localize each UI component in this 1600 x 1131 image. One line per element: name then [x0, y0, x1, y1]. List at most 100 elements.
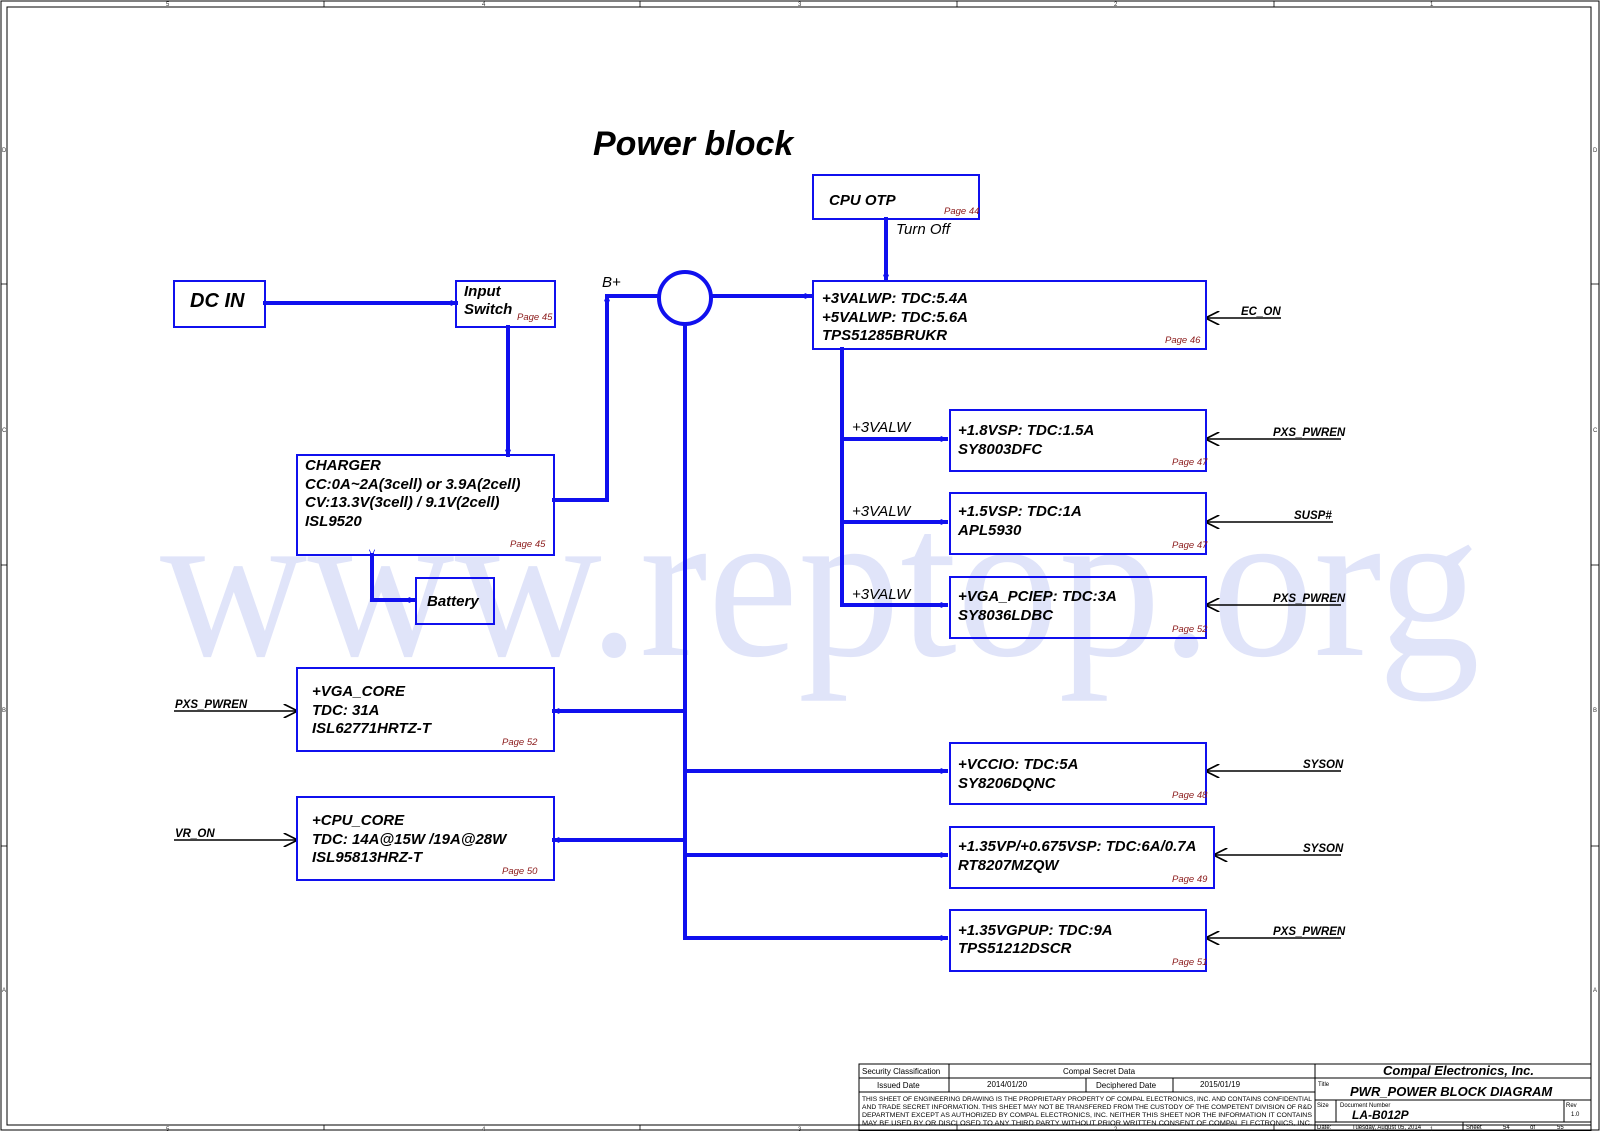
tb-rev-value: 1.0 [1571, 1112, 1580, 1118]
input-switch-line2: Switch [464, 301, 512, 318]
dc-in-label: DC IN [190, 290, 245, 312]
vga-core-line3: ISL62771HRTZ-T [312, 720, 433, 737]
zone-labels-top: 5 4 3 2 1 5 4 3 2 1 [166, 2, 1434, 1131]
rail-label-3valw-1: +3VALW [852, 419, 912, 436]
tb-deciphered-label: Deciphered Date [1096, 1081, 1157, 1090]
cpu-core-line3: ISL95813HRZ-T [312, 849, 424, 866]
zone-top-3: 3 [798, 2, 802, 8]
tb-size-label: Size [1317, 1103, 1329, 1109]
watermark: www.reptop.org [160, 463, 1480, 702]
block-charger: CHARGER CC:0A~2A(3cell) or 3.9A(2cell) C… [296, 454, 555, 556]
v135vgpup-page: Page 51 [1172, 957, 1207, 968]
input-switch-page: Page 45 [517, 312, 553, 323]
cpu-core-line1: +CPU_CORE [312, 812, 405, 829]
cpu-core-line2: TDC: 14A@15W /19A@28W [312, 831, 508, 848]
vga-pciep-line1: +VGA_PCIEP: TDC:3A [958, 588, 1117, 605]
valwp-page: Page 46 [1165, 335, 1201, 346]
zone-bottom-4: 4 [482, 1127, 486, 1131]
tb-notice-2: AND TRADE SECRET INFORMATION. THIS SHEET… [862, 1105, 1313, 1111]
vga-core-line1: +VGA_CORE [312, 683, 406, 700]
tb-issued-value: 2014/01/20 [987, 1080, 1028, 1089]
signal-ec-on: EC_ON [1241, 306, 1281, 318]
zone-labels-side: D C B A D C B A [2, 148, 1598, 994]
zone-left-d: D [2, 148, 7, 154]
zone-left-b: B [2, 708, 6, 714]
cpu-otp-label: CPU OTP [829, 192, 897, 209]
v135vp-line2: RT8207MZQW [958, 857, 1060, 874]
zone-top-5: 5 [166, 2, 170, 8]
block-vccio: +VCCIO: TDC:5A SY8206DQNC Page 48 [949, 742, 1208, 805]
vga-core-line2: TDC: 31A [312, 702, 380, 719]
vga-core-page: Page 52 [502, 737, 538, 748]
vsp15-line1: +1.5VSP: TDC:1A [958, 503, 1082, 520]
vga-pciep-line2: SY8036LDBC [958, 607, 1054, 624]
block-vga-pciep: +VGA_PCIEP: TDC:3A SY8036LDBC Page 52 [949, 576, 1208, 639]
page-title: Power block [593, 125, 795, 163]
tb-notice-4: MAY BE USED BY OR DISCLOSED TO ANY THIRD… [862, 1121, 1312, 1127]
charger-page: Page 45 [510, 539, 546, 550]
tb-notice-3: DEPARTMENT EXCEPT AS AUTHORIZED BY COMPA… [862, 1113, 1312, 1119]
vsp18-page: Page 47 [1172, 457, 1208, 468]
zone-right-a: A [1593, 988, 1597, 994]
charger-line3: CV:13.3V(3cell) / 9.1V(2cell) [305, 494, 500, 511]
tb-date-label: Date: [1317, 1125, 1332, 1131]
tb-docnum-value: LA-B012P [1352, 1108, 1410, 1122]
block-1-35vgpup: +1.35VGPUP: TDC:9A TPS51212DSCR Page 51 [949, 909, 1207, 972]
tb-title-value: PWR_POWER BLOCK DIAGRAM [1350, 1084, 1553, 1099]
signal-pxs-pwren-vga: PXS_PWREN [175, 699, 248, 711]
tb-deciphered-value: 2015/01/19 [1200, 1080, 1241, 1089]
vccio-line2: SY8206DQNC [958, 775, 1057, 792]
tb-security-value: Compal Secret Data [1063, 1067, 1136, 1076]
block-3valwp-5valwp: +3VALWP: TDC:5.4A +5VALWP: TDC:5.6A TPS5… [812, 280, 1207, 350]
tb-of-label: of [1530, 1125, 1535, 1131]
cpu-otp-page: Page 44 [944, 206, 979, 217]
power-wires [263, 217, 948, 938]
zone-bottom-2: 2 [1114, 1127, 1118, 1131]
bplus-node-circle [657, 270, 713, 326]
zone-left-c: C [2, 428, 7, 434]
tb-title-label: Title [1318, 1082, 1330, 1088]
tb-sheet-label: Sheet [1466, 1125, 1482, 1131]
block-1-5vsp: +1.5VSP: TDC:1A APL5930 Page 47 [949, 492, 1208, 555]
rail-label-3valw-2: +3VALW [852, 503, 912, 520]
signal-pxs-pwren-2: PXS_PWREN [1273, 593, 1346, 605]
vsp18-line1: +1.8VSP: TDC:1.5A [958, 422, 1094, 439]
signal-susp: SUSP# [1294, 510, 1332, 522]
turn-off-label: Turn Off [896, 221, 952, 238]
valwp-line2: +5VALWP: TDC:5.6A [822, 309, 968, 326]
charger-line4: ISL9520 [305, 513, 362, 530]
v135vgpup-line1: +1.35VGPUP: TDC:9A [958, 922, 1113, 939]
signal-labels: EC_ON PXS_PWREN SUSP# PXS_PWREN PXS_PWRE… [175, 306, 1346, 938]
zone-top-4: 4 [482, 2, 486, 8]
vccio-page: Page 48 [1172, 790, 1208, 801]
vga-pciep-page: Page 52 [1172, 624, 1208, 635]
block-vga-core: +VGA_CORE TDC: 31A ISL62771HRTZ-T Page 5… [296, 667, 555, 752]
bplus-label: B+ [602, 274, 621, 291]
tb-company: Compal Electronics, Inc. [1383, 1063, 1534, 1078]
tb-security-label: Security Classification [862, 1067, 940, 1076]
block-1-35vp: +1.35VP/+0.675VSP: TDC:6A/0.7A RT8207MZQ… [949, 826, 1215, 889]
charger-line2: CC:0A~2A(3cell) or 3.9A(2cell) [305, 476, 521, 493]
v135vp-line1: +1.35VP/+0.675VSP: TDC:6A/0.7A [958, 838, 1196, 855]
zone-right-b: B [1593, 708, 1597, 714]
charger-line1: CHARGER [305, 457, 381, 474]
block-input-switch: Input Switch Page 45 [455, 280, 556, 328]
tb-issued-label: Issued Date [877, 1081, 920, 1090]
signal-syson-1: SYSON [1303, 759, 1344, 771]
input-switch-line1: Input [464, 283, 502, 300]
signal-vr-on: VR_ON [175, 828, 215, 840]
v135vgpup-line2: TPS51212DSCR [958, 940, 1072, 957]
valwp-line3: TPS51285BRUKR [822, 327, 947, 344]
tb-rev-label: Rev [1566, 1103, 1577, 1109]
zone-bottom-5: 5 [166, 1127, 170, 1131]
block-battery: Battery [415, 577, 495, 625]
zone-top-2: 2 [1114, 2, 1118, 8]
rail-label-3valw-3: +3VALW [852, 586, 912, 603]
vsp18-line2: SY8003DFC [958, 441, 1043, 458]
zone-bottom-3: 3 [798, 1127, 802, 1131]
tb-date-value: Tuesday, August 05, 2014 [1352, 1125, 1422, 1131]
valwp-line1: +3VALWP: TDC:5.4A [822, 290, 968, 307]
block-1-8vsp: +1.8VSP: TDC:1.5A SY8003DFC Page 47 [949, 409, 1208, 472]
title-block: Security Classification Compal Secret Da… [858, 1063, 1592, 1131]
